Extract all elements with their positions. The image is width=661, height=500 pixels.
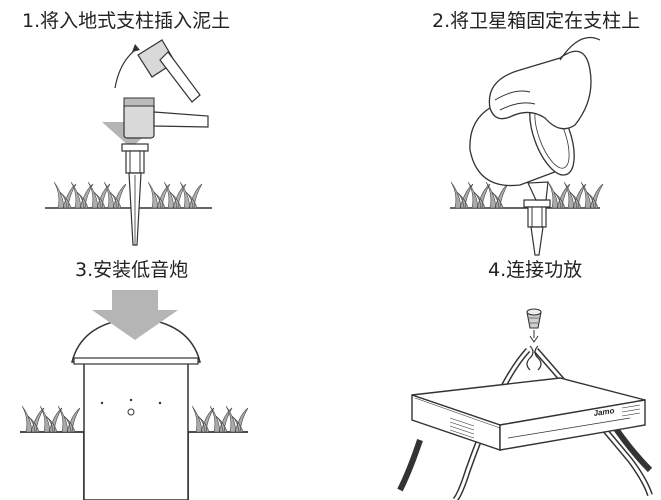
amplifier-brand-label: Jamo	[593, 406, 615, 418]
down-arrow-icon	[92, 290, 178, 340]
step-2-number: 2.	[432, 10, 451, 32]
step-1-title: 1.将入地式支柱插入泥土	[22, 12, 230, 31]
step-2-label: 将卫星箱固定在支柱上	[450, 10, 641, 32]
swinging-hammer-icon	[114, 39, 201, 103]
step-1-number: 1.	[22, 10, 41, 32]
grass	[53, 181, 203, 209]
step-2-title: 2.将卫星箱固定在支柱上	[432, 12, 640, 31]
hammer-icon	[123, 97, 209, 139]
panel-2-mount-satellite	[450, 36, 604, 256]
stake-icon	[121, 143, 149, 246]
subwoofer-icon	[71, 317, 201, 500]
panel-3-install-subwoofer	[20, 290, 249, 500]
stake-icon	[523, 199, 551, 256]
hand-icon	[488, 36, 601, 130]
speaker-cable	[534, 349, 652, 496]
speaker-cable	[453, 348, 530, 500]
step-4-label: 连接功放	[506, 259, 583, 281]
amplifier-icon: Jamo	[411, 377, 646, 451]
panel-1-insert-stake	[45, 39, 212, 246]
step-4-number: 4.	[488, 259, 507, 281]
wire-connector-icon	[526, 308, 542, 371]
step-4-title: 4.连接功放	[488, 261, 582, 280]
step-3-label: 安装低音炮	[93, 259, 189, 281]
step-3-number: 3.	[75, 259, 94, 281]
panel-4-connect-amplifier: Jamo	[397, 308, 653, 500]
step-1-label: 将入地式支柱插入泥土	[40, 10, 231, 32]
step-3-title: 3.安装低音炮	[75, 261, 188, 280]
